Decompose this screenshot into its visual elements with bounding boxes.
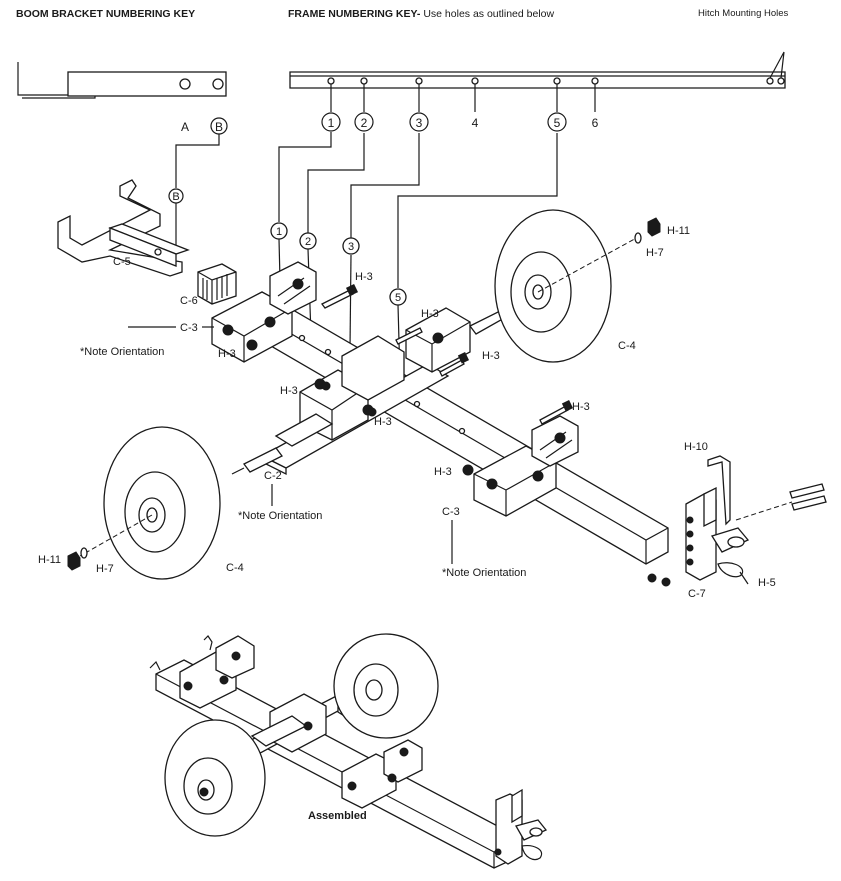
hole-a [179,78,191,90]
hitch-mounting-holes-label: Hitch Mounting Holes [698,8,789,19]
frame-hole-label-3: 3 [416,116,423,130]
assembled-view: Assembled [149,633,548,869]
frame-hole-2 [360,77,368,85]
hole-b-label: B [215,120,223,134]
label-c6: C-6 [180,295,198,307]
right-wheel-c4 [494,209,612,363]
label-h11-left: H-11 [38,554,61,566]
frame-callouts: 1 2 3 5 [270,222,407,306]
part-labels: C-5 C-6 C-3 *Note Orientation H-3 H-3 H-… [38,225,776,600]
label-c4-right: C-4 [618,340,636,352]
frame-leader-lines [278,132,558,379]
boom-bracket-key: A B B [17,62,228,252]
hole-a-label: A [181,120,189,134]
label-c2: C-2 [264,470,282,482]
label-c4-left: C-4 [226,562,244,574]
frame-callout-circle-5 [389,288,407,306]
frame-hole-6 [591,77,599,85]
frame-hole-circle-2 [354,112,374,132]
hitch-c7 [647,455,827,587]
label-h3-g: H-3 [572,401,590,413]
frame-hole-5 [553,77,561,85]
frame-callout-circle-2 [299,232,317,250]
frame-hole-circle-3 [409,112,429,132]
frame-callout-3: 3 [348,241,354,253]
frame-bolts [246,283,574,476]
frame-hole-4 [471,77,479,85]
frame-callout-circle-3 [342,237,360,255]
assembled-label: Assembled [308,810,367,822]
callout-b: B [172,191,179,203]
frame-hole-circle-5 [547,112,567,132]
right-bracket [473,415,579,517]
frame-callout-5: 5 [395,292,401,304]
label-c7: C-7 [688,588,706,600]
label-h3-b: H-3 [355,271,373,283]
centre-axle-brackets [274,307,471,447]
frame-callout-circle-1 [270,222,288,240]
frame-hole-1 [327,77,335,85]
label-c5: C-5 [113,256,131,268]
frame-callout-1: 1 [276,226,282,238]
label-h11-right: H-11 [667,225,690,237]
frame-callout-2: 2 [305,236,311,248]
right-wheel-hardware [634,217,661,244]
frame-hole-circle-1 [321,112,341,132]
frame-key: 1 2 3 4 5 6 [289,51,786,132]
frame-hole-label-1: 1 [328,116,335,130]
left-bracket [211,261,317,363]
label-h3-c: H-3 [421,308,439,320]
frame-hole-label-4: 4 [472,116,479,130]
label-h3-a: H-3 [218,348,236,360]
insert-c6 [197,263,237,305]
frame-hole-label-2: 2 [361,116,368,130]
frame-hole-3 [415,77,423,85]
label-c3-right: C-3 [442,506,460,518]
boom-bracket-key-heading: BOOM BRACKET NUMBERING KEY [16,8,196,20]
label-h7-right: H-7 [646,247,664,259]
frame-hole-label-6: 6 [592,116,599,130]
note-orientation-left: *Note Orientation [80,346,164,358]
label-h3-d: H-3 [482,350,500,362]
label-h3-e: H-3 [280,385,298,397]
label-c3-left: C-3 [180,322,198,334]
label-h3-f: H-3 [374,416,392,428]
note-orientation-c3: *Note Orientation [442,567,526,579]
frame-hole-label-5: 5 [554,116,561,130]
label-h7-left: H-7 [96,563,114,575]
exploded-view [57,179,827,587]
frame-key-heading: FRAME NUMBERING KEY- Use holes as outlin… [288,8,555,20]
hole-b [212,78,224,90]
note-orientation-c2: *Note Orientation [238,510,322,522]
left-axle-stub-c2 [231,447,283,475]
label-h5: H-5 [758,577,776,589]
left-wheel-c4 [103,426,221,580]
label-h3-h: H-3 [434,466,452,478]
left-wheel-hardware [67,547,88,571]
boom-bracket-c5 [57,179,190,277]
label-h10: H-10 [684,441,708,453]
